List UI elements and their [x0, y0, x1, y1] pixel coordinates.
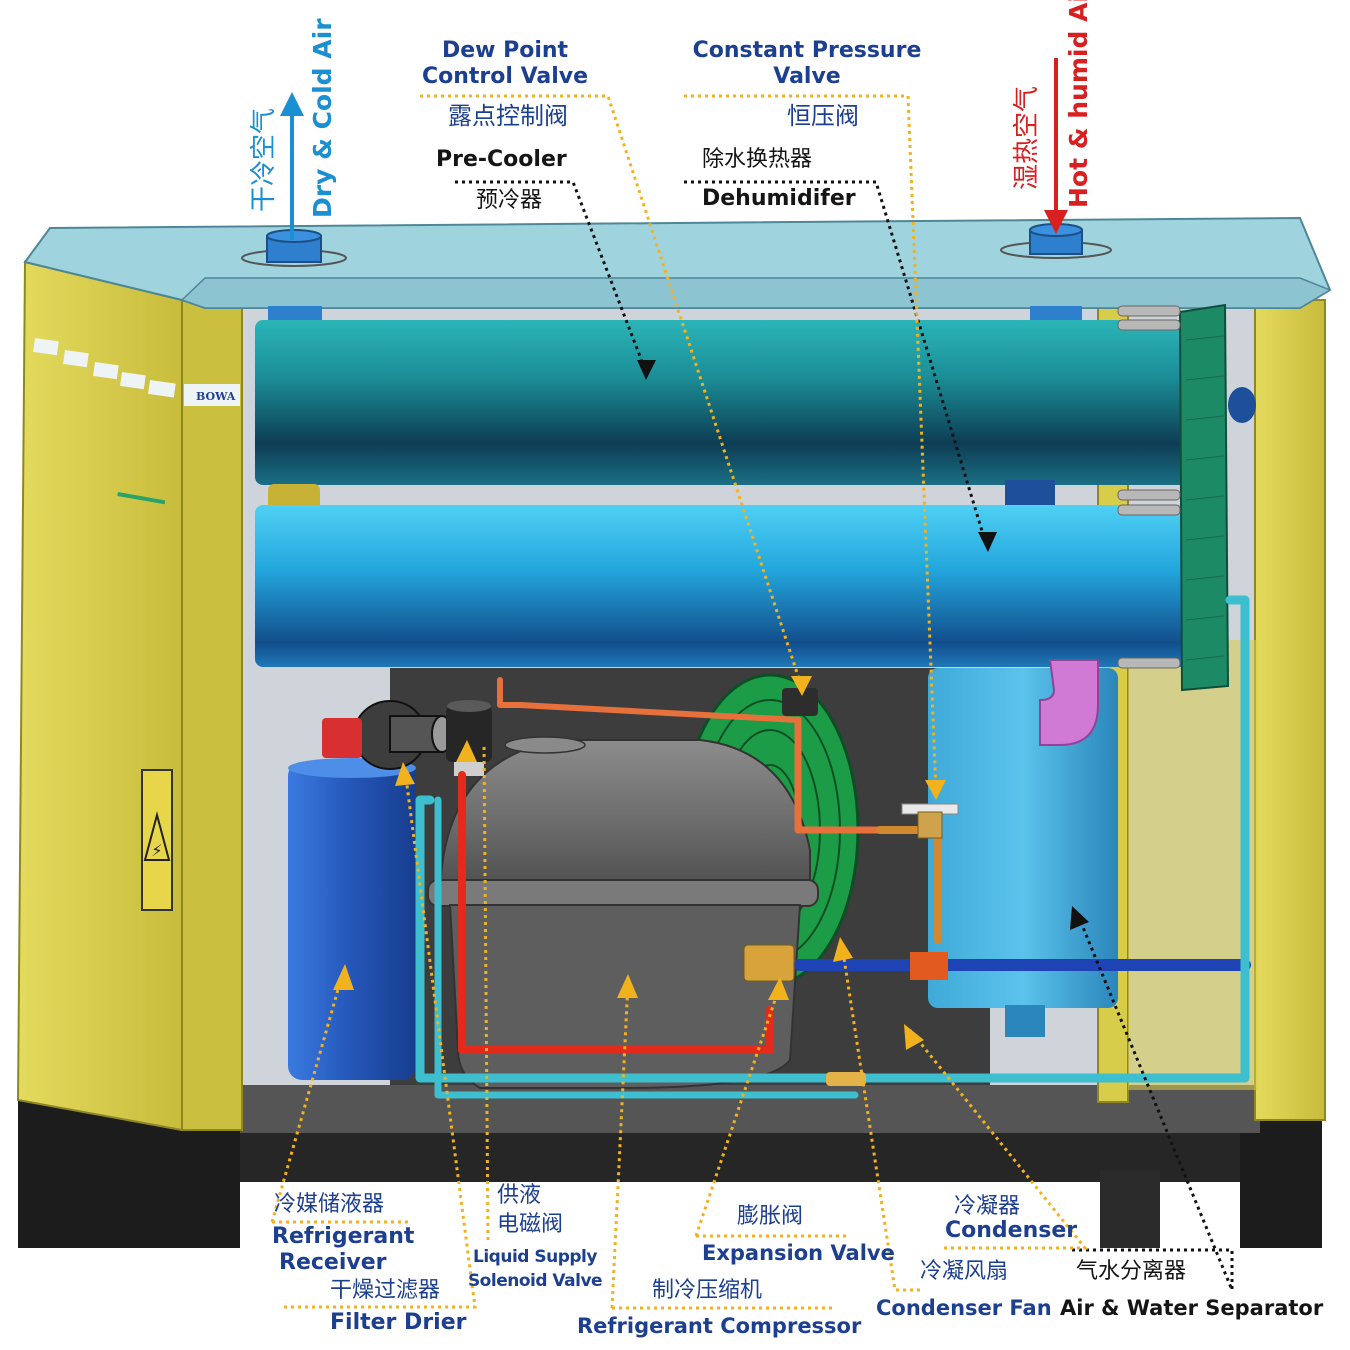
separator-label-en: Air & Water Separator	[1060, 1296, 1324, 1320]
constant-pressure-valve-label-zh: 恒压阀	[787, 102, 859, 130]
condenser-label-en: Condenser	[945, 1218, 1078, 1243]
solenoid-valve-label-zh-2: 电磁阀	[497, 1212, 564, 1237]
filter-drier-label-en: Filter Drier	[330, 1310, 467, 1335]
filter-drier-body	[322, 700, 453, 770]
separator-leader	[1072, 919, 1234, 1291]
fan-leader	[840, 944, 920, 1292]
humid-air-label-en: Hot & humid Air	[1064, 0, 1093, 208]
condenser-fan-label-en: Condenser Fan	[876, 1296, 1052, 1320]
constant-pressure-leader	[684, 94, 938, 793]
compressor-label-zh: 制冷压缩机	[652, 1278, 763, 1303]
separator-label-zh: 气水分离器	[1076, 1259, 1187, 1284]
humid-air-label-zh: 湿热空气	[1012, 85, 1042, 190]
arrowheads	[333, 360, 1089, 1050]
solenoid-valve-label-en-2: Solenoid Valve	[467, 1271, 603, 1291]
dehumidifier-shell	[255, 505, 1190, 667]
warning-sticker	[141, 769, 173, 911]
dew-point-leader	[420, 94, 804, 689]
refrigerant-receiver-label-en-2: Receiver	[279, 1250, 387, 1275]
air-water-separator-body	[928, 668, 1118, 1008]
filter-drier-leader	[284, 769, 477, 1309]
dehumidifier-leader	[684, 180, 988, 545]
refrigerant-receiver-label-en-1: Refrigerant	[272, 1224, 415, 1249]
constant-pressure-valve-label-en-1: Constant Pressure	[692, 38, 922, 63]
solenoid-leader	[482, 744, 490, 1241]
dew-point-valve-label-zh: 露点控制阀	[448, 102, 568, 130]
compressor-leader	[610, 981, 630, 1309]
valve-bodies	[743, 688, 959, 1086]
solenoid-valve-label-en-1: Liquid Supply	[473, 1247, 597, 1267]
end-plate	[1178, 303, 1230, 692]
svg-text:⚡: ⚡	[151, 841, 162, 860]
condenser-fan-label-zh: 冷凝风扇	[920, 1259, 1009, 1284]
expansion-valve-label-zh: 膨胀阀	[737, 1204, 804, 1229]
dry-air-label-zh: 干冷空气	[249, 107, 279, 212]
dew-point-valve-label-en-2: Control Valve	[421, 64, 589, 89]
dehumidifier-label-en: Dehumidifer	[702, 186, 856, 211]
solenoid-valve-label-zh-1: 供液	[497, 1183, 542, 1208]
compressor-label-en: Refrigerant Compressor	[577, 1314, 862, 1338]
expansion-valve-label-en: Expansion Valve	[702, 1241, 895, 1265]
condenser-leader	[908, 1029, 1089, 1250]
receiver-leader	[270, 971, 345, 1223]
condenser-label-zh: 冷凝器	[954, 1194, 1021, 1219]
base-middle	[240, 1130, 1240, 1182]
refrigerant-receiver-body	[288, 762, 416, 1080]
dehumidifier-label-zh: 除水换热器	[702, 147, 813, 172]
pre-cooler-shell	[255, 320, 1190, 485]
dew-point-valve-label-en-1: Dew Point	[441, 38, 569, 63]
piping	[415, 595, 1251, 1099]
pre-cooler-label-en: Pre-Cooler	[436, 147, 567, 172]
filter-drier-label-zh: 干燥过滤器	[330, 1278, 441, 1303]
separator-elbow	[1039, 659, 1099, 746]
solenoid-valve-body	[446, 700, 492, 776]
left-front-frame	[181, 299, 243, 1131]
dry-air-label-en: Dry & Cold Air	[308, 18, 337, 218]
pre-cooler-leader	[455, 180, 648, 373]
brand-logo: BOWA	[196, 390, 236, 403]
refrigerant-receiver-label-zh: 冷媒储液器	[274, 1192, 385, 1217]
expansion-leader	[694, 984, 782, 1237]
pre-cooler-label-zh: 预冷器	[476, 188, 543, 213]
constant-pressure-valve-label-en-2: Valve	[773, 64, 841, 89]
right-side-panel	[1254, 299, 1326, 1121]
